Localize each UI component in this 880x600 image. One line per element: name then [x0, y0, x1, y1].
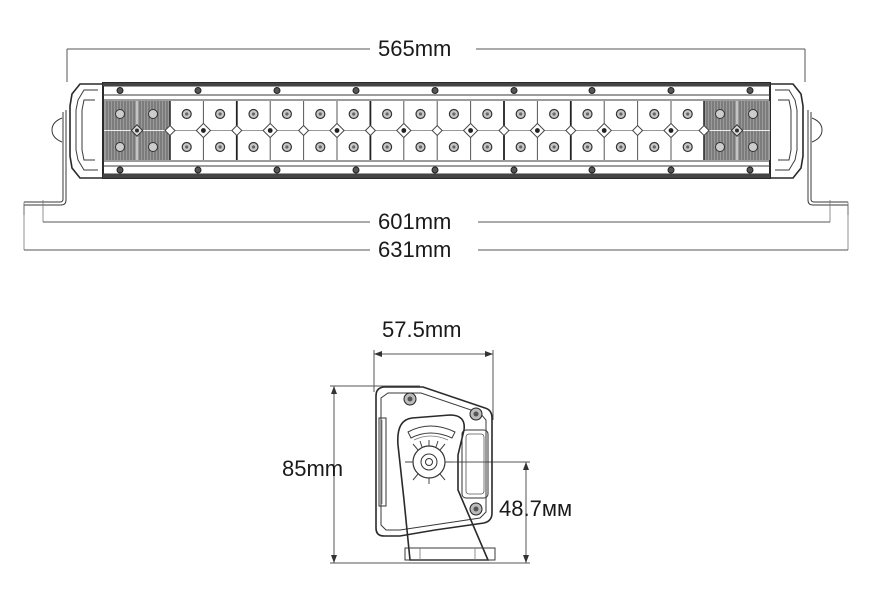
- dimension-label-48-7: 48.7мм: [499, 496, 573, 521]
- led-grid: [164, 101, 710, 160]
- right-spot-module: [703, 101, 770, 160]
- side-view: [330, 350, 530, 564]
- dimension-565-line: [66, 48, 806, 82]
- left-mount-bracket: [23, 110, 67, 250]
- dimension-label-565: 565mm: [375, 37, 455, 61]
- right-mount-bracket: [807, 110, 849, 250]
- top-screws: [116, 87, 754, 94]
- dimension-57-5-line: [373, 350, 494, 420]
- front-view: [23, 48, 849, 251]
- side-mount-bracket: [396, 414, 496, 561]
- dimension-label-85: 85mm: [282, 456, 344, 481]
- side-housing: [375, 386, 493, 537]
- pivot-gear: [405, 440, 453, 484]
- left-spot-module: [104, 101, 171, 160]
- dimension-85-line: [330, 385, 530, 564]
- right-end-cap: [769, 83, 804, 179]
- dimension-label-57-5: 57.5mm: [382, 317, 462, 342]
- dimension-label-601: 601mm: [375, 210, 455, 234]
- left-end-cap: [69, 83, 104, 179]
- bottom-screws: [116, 166, 754, 174]
- light-bar-housing: [102, 82, 771, 179]
- dimension-label-631: 631mm: [375, 238, 455, 262]
